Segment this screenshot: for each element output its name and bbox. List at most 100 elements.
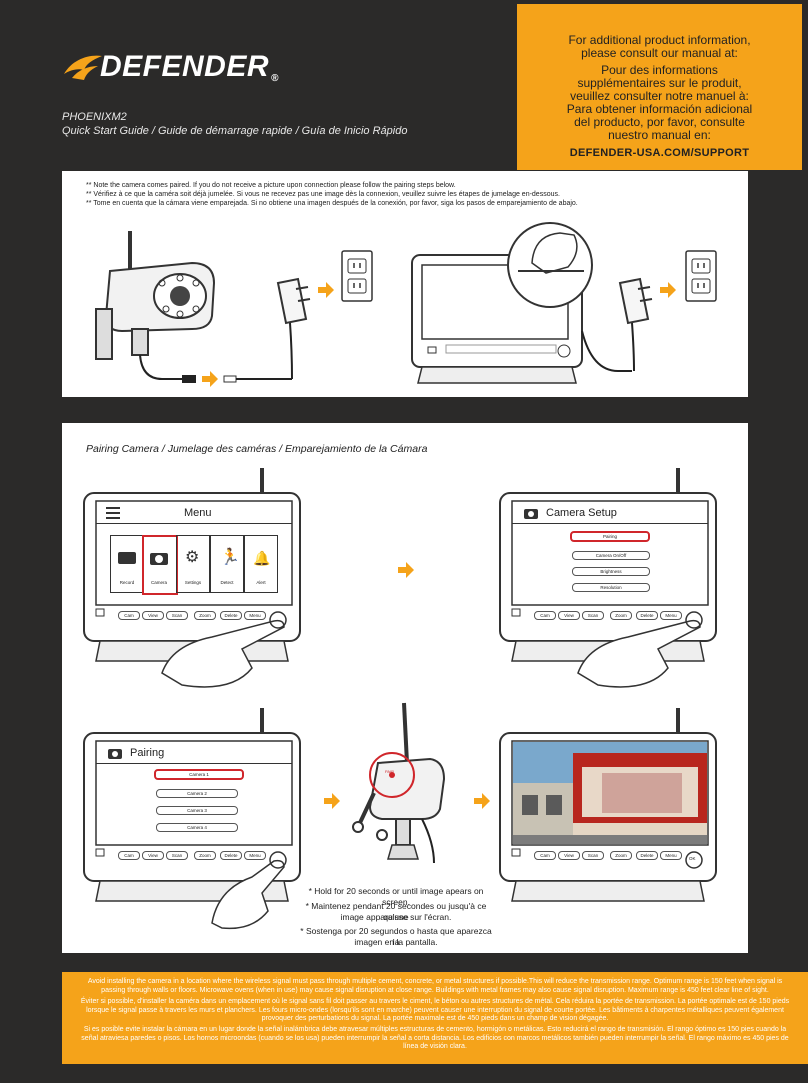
pairing-option[interactable]: Pairing [570, 531, 650, 542]
arrow-icon [398, 562, 414, 578]
setup-illustration [95, 222, 717, 387]
brightness-option[interactable]: Brightness [572, 567, 650, 576]
footer-es: Si es posible evite instalar la cámara e… [81, 1026, 789, 1050]
info-fr-3: veuillez consulter notre manuel à: [570, 89, 749, 103]
menu-alert-button[interactable]: 🔔 Alert [244, 535, 278, 593]
pairing-screen: Pairing Camera 1 Camera 2 Camera 3 Camer… [96, 741, 292, 845]
camera-3-option[interactable]: Camera 3 [156, 806, 238, 815]
camera-setup-title: Camera Setup [546, 507, 617, 519]
camera-icon [352, 702, 446, 864]
power-adapter-icon [276, 277, 311, 380]
arrow-icon [318, 282, 334, 298]
zoom-button[interactable]: Zoom [610, 611, 632, 620]
arrow-icon [324, 793, 340, 809]
power-adapter-icon [618, 277, 653, 372]
camera-icon [150, 553, 168, 565]
camera-icon [95, 231, 216, 383]
zoom-button[interactable]: Zoom [194, 851, 216, 860]
cam-button[interactable]: Cam [118, 851, 140, 860]
model-name: PHOENIXM2 [62, 111, 127, 123]
arrow-icon [474, 793, 490, 809]
wall-outlet-icon [341, 250, 373, 302]
delete-button[interactable]: Delete [636, 851, 658, 860]
running-person-icon: 🏃 [220, 549, 240, 566]
defender-logo-icon [62, 52, 102, 87]
view-button[interactable]: View [558, 611, 580, 620]
guide-subtitle: Quick Start Guide / Guide de démarrage r… [62, 125, 408, 137]
menu-title: Menu [184, 507, 212, 519]
menu-screen: Menu Record Camera ⚙ Settings 🏃 Detect 🔔… [96, 501, 292, 605]
camera-icon [524, 509, 538, 519]
menu-button[interactable]: Menu [660, 851, 682, 860]
menu-record-button[interactable]: Record [110, 535, 144, 593]
view-button[interactable]: View [142, 611, 164, 620]
pairing-illustration [83, 468, 717, 930]
footer-en: Avoid installing the camera in a locatio… [87, 978, 783, 994]
hold-text-fr-1: * Maintenez pendant 20 secondes ou jusqu… [305, 901, 487, 922]
setup-panel: ** Note the camera comes paired. If you … [62, 171, 748, 397]
delete-button[interactable]: Delete [220, 611, 242, 620]
pairing-panel: Pairing Camera / Jumelage des caméras / … [62, 423, 748, 953]
zoom-button[interactable]: Zoom [610, 851, 632, 860]
menu-camera-button[interactable]: Camera [142, 535, 178, 595]
camera-1-option[interactable]: Camera 1 [154, 769, 244, 780]
info-fr-1: Pour des informations [601, 63, 718, 77]
view-button[interactable]: View [142, 851, 164, 860]
menu-button[interactable]: Menu [244, 611, 266, 620]
arrow-icon [660, 282, 676, 298]
list-icon [106, 507, 120, 519]
monitor-icon [499, 708, 717, 902]
info-es-2: del producto, por favor, consulte [574, 115, 745, 129]
pairing-title: Pairing Camera / Jumelage des caméras / … [86, 443, 428, 455]
wall-outlet-icon [685, 250, 717, 302]
note-es: ** Tome en cuenta que la cámara viene em… [86, 200, 578, 207]
monitor-icon [83, 708, 301, 930]
camera-onoff-option[interactable]: Camera On/Off [572, 551, 650, 560]
info-fr-2: supplémentaires sur le produit, [577, 76, 742, 90]
footer-warning: Avoid installing the camera in a locatio… [62, 972, 808, 1064]
hold-text-en: * Hold for 20 seconds or until image ape… [308, 886, 484, 907]
finger-press-icon [507, 222, 593, 308]
gear-icon: ⚙ [185, 549, 200, 566]
camera-2-option[interactable]: Camera 2 [156, 789, 238, 798]
scan-button[interactable]: Scan [582, 611, 604, 620]
menu-detect-button[interactable]: 🏃 Detect [210, 535, 244, 593]
bell-icon: 🔔 [253, 550, 271, 566]
scan-button[interactable]: Scan [582, 851, 604, 860]
resolution-option[interactable]: Resolution [572, 583, 650, 592]
hold-text-fr-2: image apparaisse sur l'écran. [340, 912, 452, 922]
hold-text-es-1: * Sostenga por 20 segundos o hasta que a… [300, 926, 492, 947]
cam-button[interactable]: Cam [118, 611, 140, 620]
footer-fr: Éviter si possible, d'installer la camér… [80, 998, 790, 1022]
delete-button[interactable]: Delete [636, 611, 658, 620]
info-en-1: For additional product information, [568, 33, 751, 47]
scan-button[interactable]: Scan [166, 851, 188, 860]
info-es-1: Para obtener información adicional [566, 102, 753, 116]
info-es-3: nuestro manual en: [608, 128, 711, 142]
zoom-button[interactable]: Zoom [194, 611, 216, 620]
menu-settings-button[interactable]: ⚙ Settings [176, 535, 210, 593]
brand-logo: DEFENDER® [100, 50, 279, 84]
camera-pair-label: PAIR [385, 769, 395, 774]
camera-setup-screen: Camera Setup Pairing Camera On/Off Brigh… [512, 501, 708, 605]
info-en-2: please consult our manual at: [581, 46, 738, 60]
pairing-screen-title: Pairing [130, 747, 165, 759]
video-camera-icon [118, 552, 136, 564]
cam-button[interactable]: Cam [534, 851, 556, 860]
support-url[interactable]: DEFENDER-USA.COM/SUPPORT [569, 147, 750, 159]
info-box: For additional product information, plea… [517, 4, 802, 170]
camera-4-option[interactable]: Camera 4 [156, 823, 238, 832]
camera-icon [108, 749, 122, 759]
delete-button[interactable]: Delete [220, 851, 242, 860]
ok-label: OK [689, 856, 696, 861]
arrow-icon [202, 371, 218, 387]
note-fr: ** Vérifiez à ce que la caméra soit déjà… [86, 191, 560, 198]
note-en: ** Note the camera comes paired. If you … [86, 182, 456, 189]
menu-button[interactable]: Menu [244, 851, 266, 860]
menu-button[interactable]: Menu [660, 611, 682, 620]
cam-button[interactable]: Cam [534, 611, 556, 620]
hold-text-es-2: imagen en la pantalla. [354, 937, 438, 947]
scan-button[interactable]: Scan [166, 611, 188, 620]
view-button[interactable]: View [558, 851, 580, 860]
live-camera-image [513, 742, 707, 844]
